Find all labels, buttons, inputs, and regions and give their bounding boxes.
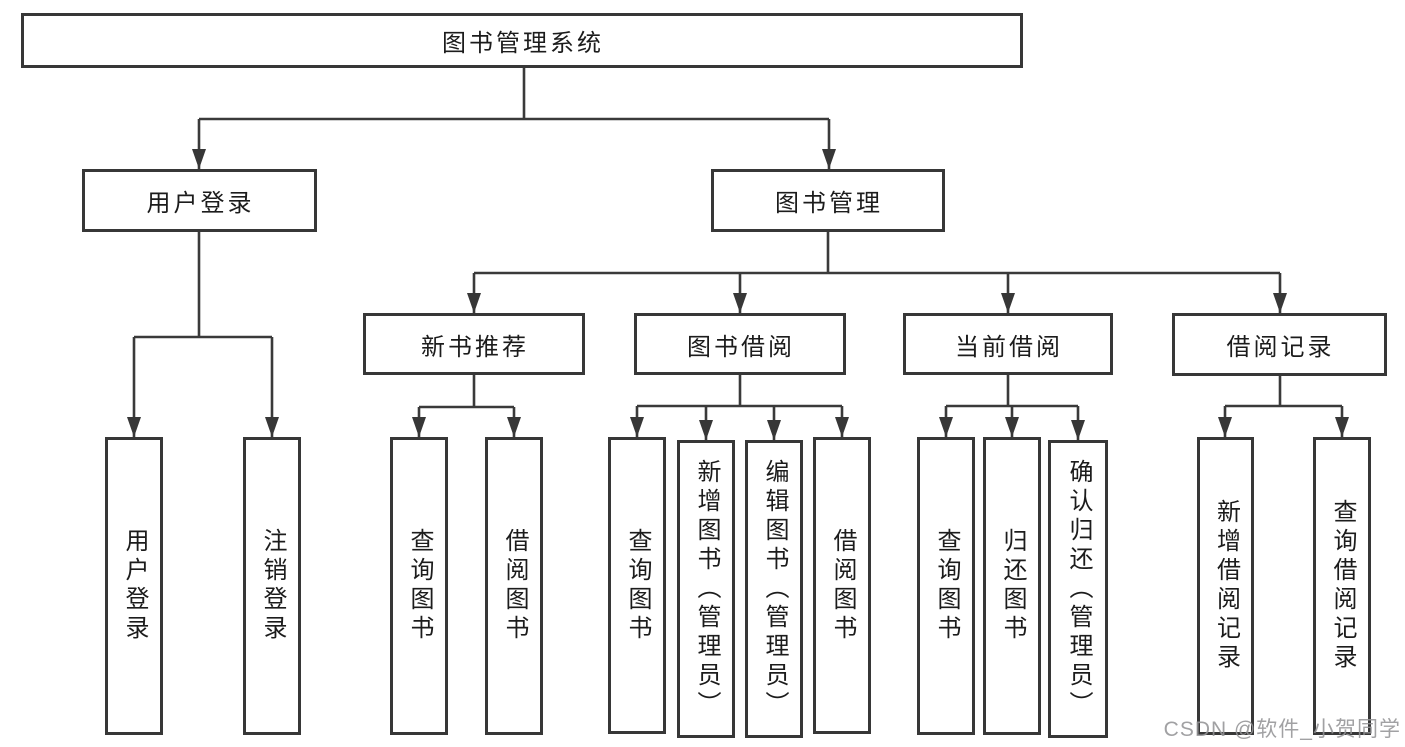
node-current-borrowing: 当前借阅 <box>903 313 1113 375</box>
node-label: 借阅图书 <box>829 527 856 644</box>
arrow-down-icon <box>265 417 279 437</box>
arrow-down-icon <box>835 417 849 437</box>
leaf-borrowing-add-book-admin: 新增图书（管理员） <box>677 440 735 738</box>
node-label: 归还图书 <box>999 528 1026 644</box>
arrow-down-icon <box>630 417 644 437</box>
node-user-login: 用户登录 <box>82 169 317 232</box>
leaf-current-query-books: 查询图书 <box>917 437 975 735</box>
leaf-recommend-borrow-books: 借阅图书 <box>485 437 543 735</box>
arrow-down-icon <box>1335 417 1349 437</box>
leaf-records-query-borrow-record: 查询借阅记录 <box>1313 437 1371 735</box>
arrow-down-icon <box>699 420 713 440</box>
node-label: 查询借阅记录 <box>1329 499 1356 673</box>
leaf-borrowing-edit-book-admin: 编辑图书（管理员） <box>745 440 803 738</box>
leaf-recommend-query-books: 查询图书 <box>390 437 448 735</box>
node-label: 借阅图书 <box>501 528 528 644</box>
node-label: 查询图书 <box>406 528 433 644</box>
leaf-user-login: 用户登录 <box>105 437 163 735</box>
node-book-borrowing: 图书借阅 <box>634 313 846 375</box>
leaf-borrowing-borrow-books: 借阅图书 <box>813 437 871 734</box>
connector-group <box>132 68 1344 440</box>
arrow-down-icon <box>507 417 521 437</box>
leaf-records-add-borrow-record: 新增借阅记录 <box>1197 437 1254 735</box>
node-label: 图书管理 <box>775 190 883 217</box>
node-label: 当前借阅 <box>955 333 1063 361</box>
node-label: 用户登录 <box>146 190 255 217</box>
arrow-down-icon <box>1001 293 1015 313</box>
arrow-down-icon <box>767 420 781 440</box>
node-label: 图书借阅 <box>687 333 795 361</box>
connector-root-to-level2 <box>197 68 831 169</box>
arrowheads-group <box>127 149 1349 440</box>
node-label: 确认归还（管理员） <box>1065 458 1092 720</box>
arrow-down-icon <box>127 417 141 437</box>
node-book-management: 图书管理 <box>711 169 945 232</box>
node-label: 新书推荐 <box>421 333 529 361</box>
leaf-logout: 注销登录 <box>243 437 301 735</box>
arrow-down-icon <box>412 417 426 437</box>
connector-records-to-leaves <box>1223 375 1344 437</box>
node-label: 新增借阅记录 <box>1212 499 1240 673</box>
arrow-down-icon <box>192 149 206 169</box>
connector-bookmgmt-to-level3 <box>472 232 1282 313</box>
node-label: 查询图书 <box>624 527 651 644</box>
arrow-down-icon <box>1273 293 1287 313</box>
connector-bookborrow-to-leaves <box>635 375 844 440</box>
arrow-down-icon <box>822 149 836 169</box>
arrow-down-icon <box>939 417 953 437</box>
arrow-down-icon <box>1218 417 1232 437</box>
node-label: 新增图书（管理员） <box>693 458 720 720</box>
arrow-down-icon <box>467 293 481 313</box>
node-label: 借阅记录 <box>1226 334 1335 361</box>
leaf-borrowing-query-books: 查询图书 <box>608 437 666 734</box>
node-label: 编辑图书（管理员） <box>761 458 788 720</box>
connector-newbook-to-leaves <box>417 375 516 437</box>
node-new-book-recommendation: 新书推荐 <box>363 313 585 375</box>
node-label: 用户登录 <box>121 528 148 644</box>
node-borrowing-records: 借阅记录 <box>1172 313 1387 376</box>
node-label: 查询图书 <box>933 528 960 644</box>
connector-userlogin-to-leaves <box>132 232 274 437</box>
node-library-management-system: 图书管理系统 <box>21 13 1023 68</box>
arrow-down-icon <box>1071 420 1085 440</box>
node-label: 图书管理系统 <box>442 30 604 57</box>
node-label: 注销登录 <box>259 528 286 644</box>
leaf-current-confirm-return-admin: 确认归还（管理员） <box>1048 440 1108 738</box>
csdn-watermark: CSDN @软件_小贺同学 <box>1163 718 1401 741</box>
arrow-down-icon <box>733 293 747 313</box>
leaf-current-return-books: 归还图书 <box>983 437 1041 735</box>
arrow-down-icon <box>1005 417 1019 437</box>
